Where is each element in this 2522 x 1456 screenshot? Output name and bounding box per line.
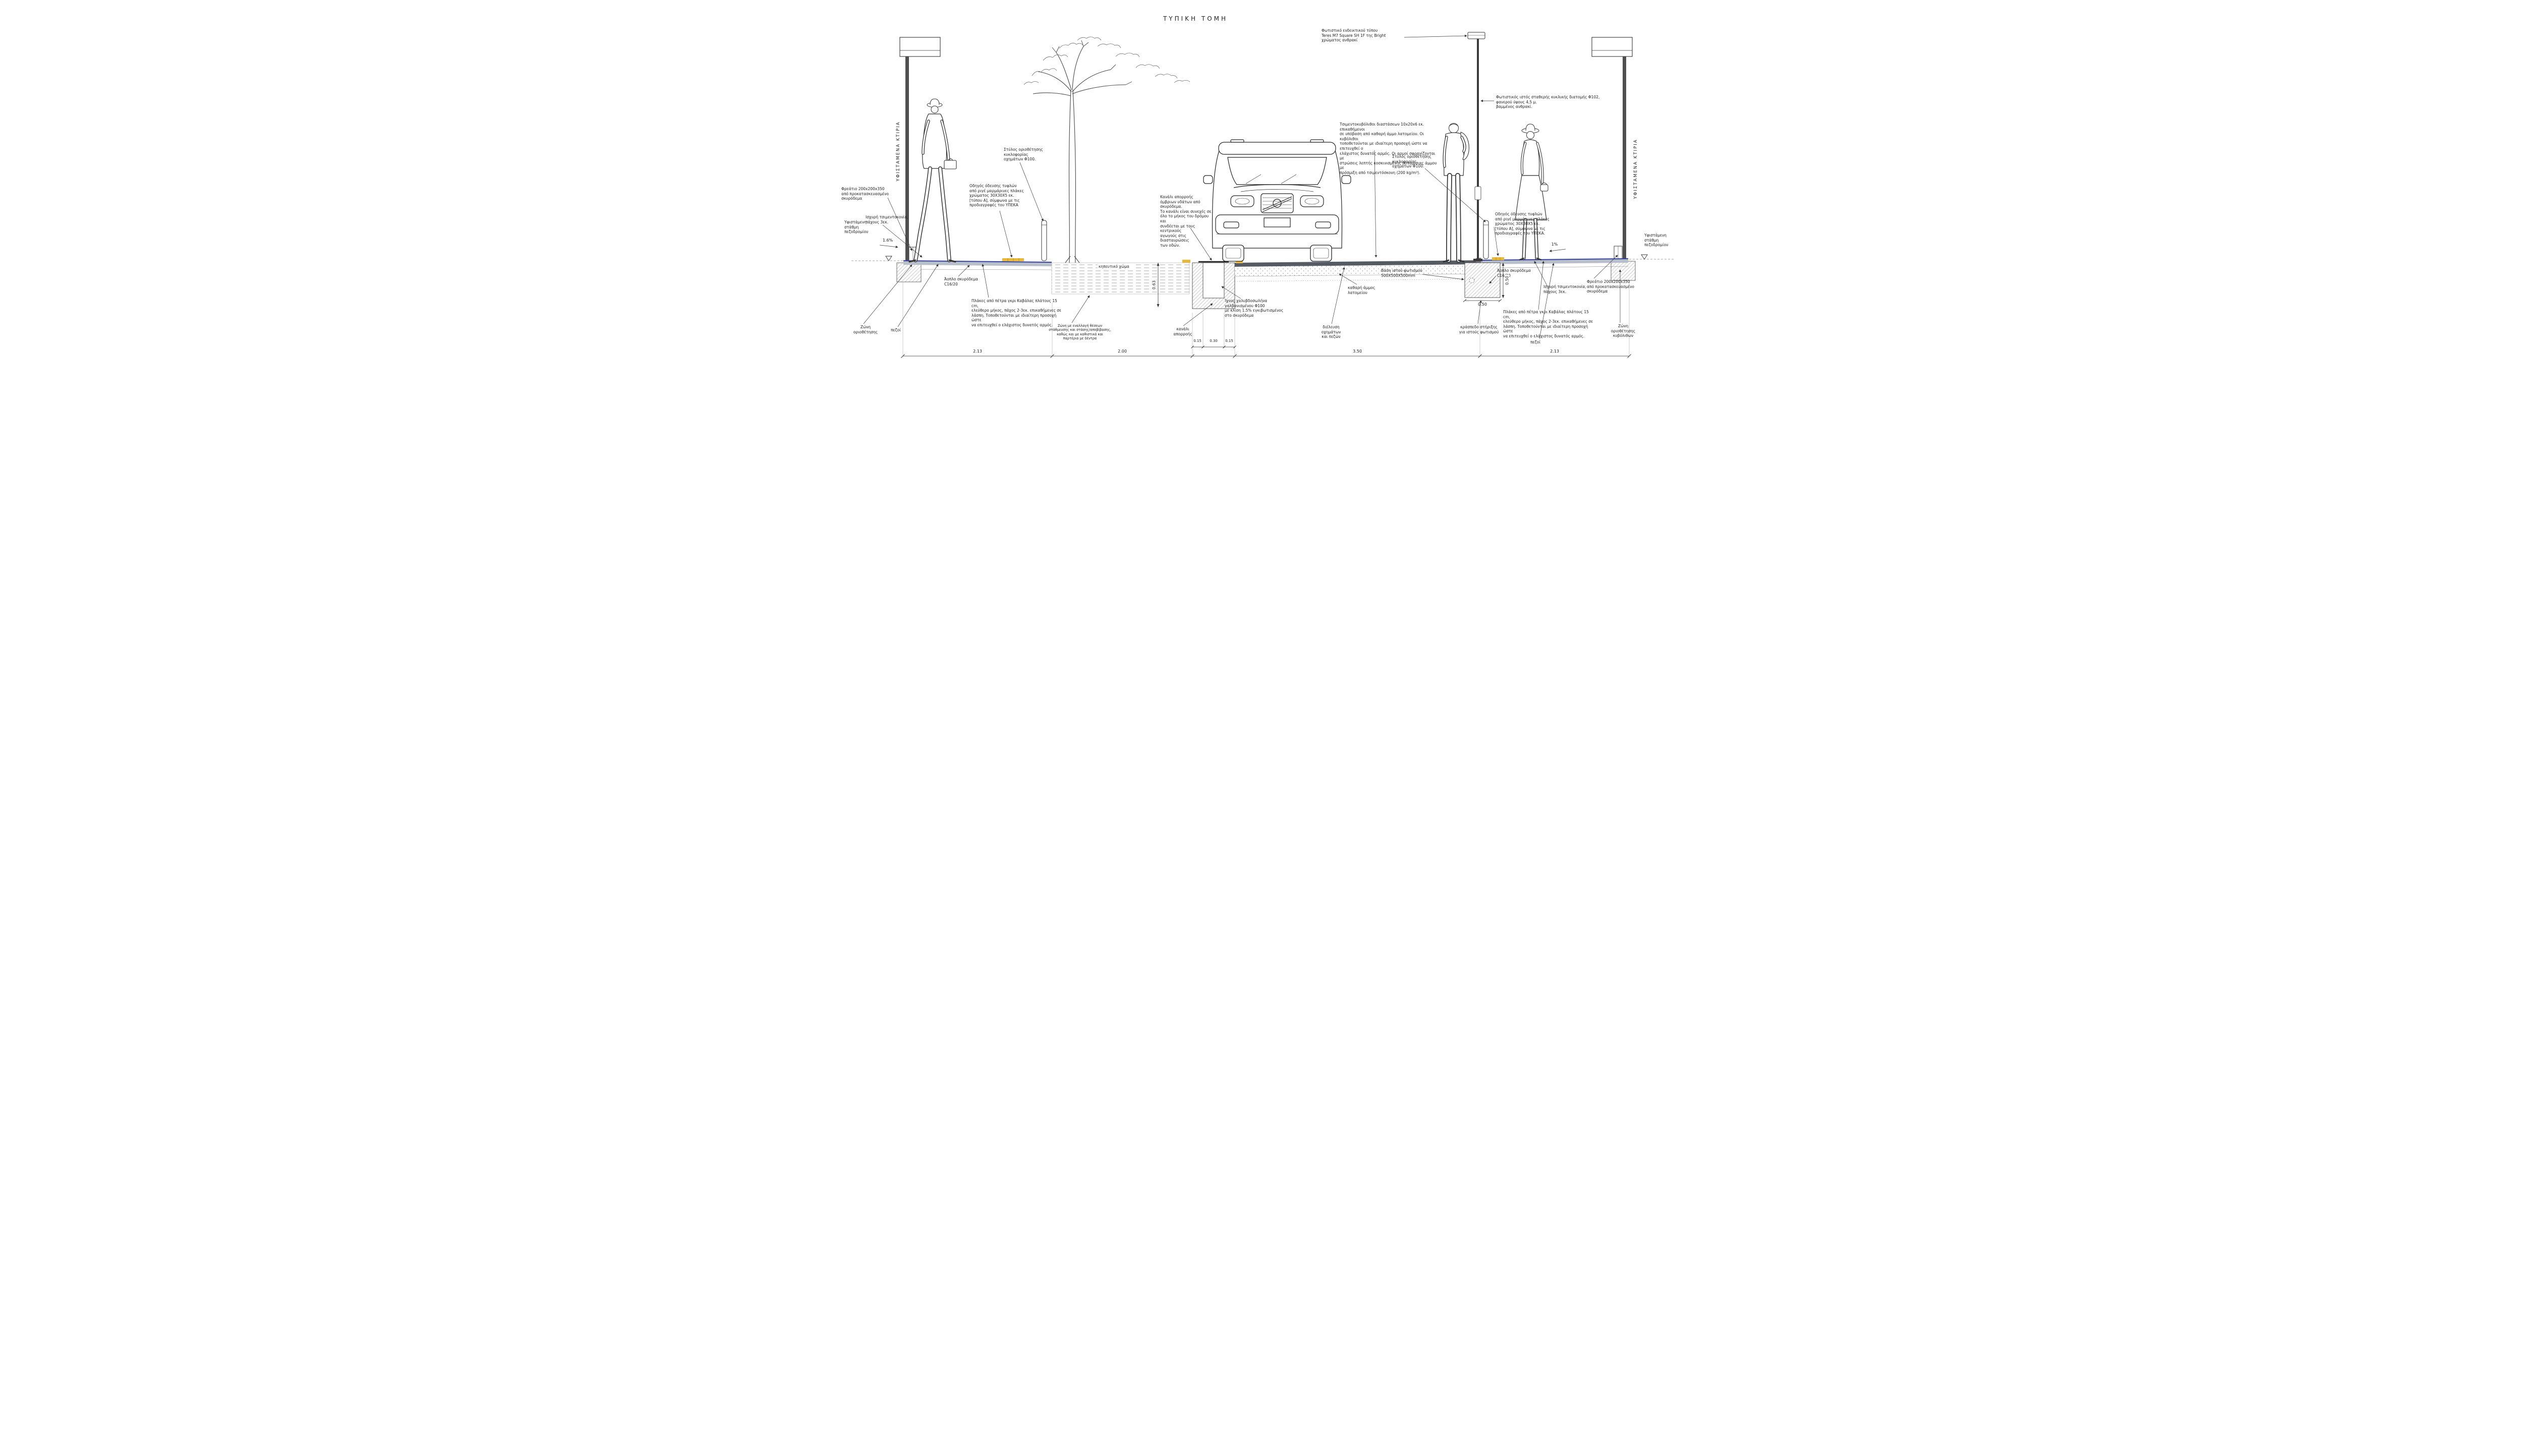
annotation-pedestrians-left: πεζοί bbox=[891, 328, 901, 332]
right-sidewalk-surface bbox=[1479, 258, 1629, 261]
annotation-soil: κηπευτικό χώμα bbox=[1098, 264, 1136, 269]
annotation-zone-edge-right: Ζώνη οριοθέτησης κυβόλιθων bbox=[1611, 324, 1636, 338]
pedestrian-right-man bbox=[1443, 123, 1469, 263]
dim-channel-left: 0.15 bbox=[1193, 339, 1201, 343]
tactile-strip-right bbox=[1492, 257, 1504, 260]
dim-span-a: 2.13 bbox=[973, 349, 982, 354]
annotation-traffic-zone: διέλευση οχημάτων και πεζών bbox=[1321, 325, 1341, 339]
headlight-left bbox=[1230, 195, 1254, 207]
annotation-pavers: Τσιμεντοκυβόλιθοι διαστάσεων 10x20x6 εκ.… bbox=[1340, 122, 1437, 175]
tree-canopy bbox=[1023, 36, 1190, 85]
annotation-pipe-note: Ίχνος χαλυβδοσωλήνα γαλβανισμένου Φ100 μ… bbox=[1225, 299, 1284, 318]
annotation-zone-edge-left: Ζώνη οριοθέτησης bbox=[853, 325, 878, 334]
right-building bbox=[1591, 37, 1636, 281]
annotation-pole: Φωτιστικός ιστός σταθερής κυκλικής διατο… bbox=[1496, 95, 1600, 109]
briefcase bbox=[944, 160, 957, 169]
yellow-marking-right-of-channel bbox=[1236, 260, 1243, 263]
annotation-level-right: Υφιστάμενη στάθμη πεζοδρομίου bbox=[1644, 233, 1669, 248]
headlight-right bbox=[1300, 195, 1324, 207]
pole-service-door bbox=[1474, 186, 1481, 200]
license-plate bbox=[1264, 217, 1291, 227]
annotation-mortar-right: Ισχυρή τσιμεντοκονία, πάχους 3εκ. bbox=[1543, 284, 1586, 294]
wheel-right bbox=[1310, 245, 1332, 262]
annotation-tactile-right: Οδηγός όδευσης τυφλών από ριγέ μαρμάρινε… bbox=[1495, 212, 1550, 236]
dim-base-width: 0.50 bbox=[1478, 302, 1487, 307]
dimension-lines bbox=[901, 263, 1631, 358]
light-pole bbox=[1467, 32, 1485, 261]
annotation-bollard-right: Στύλος οριοθέτησης κυκλοφορίας οχημάτων … bbox=[1392, 154, 1431, 169]
left-building-label: ΥΦΙΣΤΑΜΕΝΑ ΚΤΙΡΙΑ bbox=[896, 121, 901, 182]
annotation-slabs-right: Πλάκες από πέτρα γκρι Καβάλας πλάτους 15… bbox=[1503, 310, 1593, 338]
annotation-channel-label: κανάλι απορροής bbox=[1173, 327, 1192, 336]
annotation-mortar-left: Ισχυρή τσιμεντοκονία, πάχους 3εκ. bbox=[866, 215, 908, 224]
level-symbol-left bbox=[851, 256, 903, 261]
annotation-curb: κράσπεδο στήριξης για ιστούς φωτισμού bbox=[1459, 325, 1499, 334]
mirror-right bbox=[1341, 175, 1351, 184]
grille bbox=[1260, 193, 1294, 213]
annotation-sand: καθαρή άμμος λατομείου bbox=[1348, 285, 1375, 295]
annotation-channel-note: Κανάλι απορροής όμβριων υδάτων από σκυρό… bbox=[1160, 195, 1212, 248]
left-building bbox=[896, 37, 941, 282]
left-sidewalk-section bbox=[903, 260, 1052, 270]
annotation-pole-base: Βάση ιστού φωτισμού 500X500X500mm bbox=[1381, 268, 1422, 278]
dim-channel-mid: 0.30 bbox=[1210, 339, 1218, 343]
annotation-manhole-right: Φρεάτιο 200x200x350 από προκατασκευασμέν… bbox=[1587, 279, 1634, 294]
tactile-strip-left bbox=[1002, 258, 1024, 261]
annotation-pedestrians-right: πεζοί bbox=[1530, 340, 1540, 344]
car bbox=[1203, 139, 1351, 262]
annotation-concrete-left: Άοπλο σκυρόδεμα C16/20 bbox=[944, 277, 978, 286]
level-symbol-right bbox=[1629, 254, 1674, 260]
annotation-manhole-left: Φρεάτιο 200x200x350 από προκατασκευασμέν… bbox=[841, 187, 889, 201]
luminaire-head bbox=[1467, 32, 1485, 39]
dim-span-d: 2.13 bbox=[1550, 349, 1559, 354]
annotation-slabs-left: Πλάκες από πέτρα γκρι Καβάλας πλάτους 15… bbox=[971, 299, 1062, 327]
pedestrian-left-man bbox=[908, 98, 957, 263]
pole-foundation bbox=[1464, 262, 1501, 298]
annotation-concrete-right: Άοπλο σκυρόδεμα C16/20 bbox=[1497, 268, 1531, 278]
drawing-canvas: ΤΥΠΙΚΗ ΤΟΜΗ ΥΦΙΣΤΑΜΕΝΑ ΚΤΙΡΙΑ ΥΦΙΣΤΑΜΕΝΑ… bbox=[837, 0, 1685, 364]
bollard-left bbox=[1041, 220, 1047, 261]
yellow-marking-left-of-channel bbox=[1182, 260, 1190, 263]
right-building-label: ΥΦΙΣΤΑΜΕΝΑ ΚΤΙΡΙΑ bbox=[1633, 139, 1638, 199]
bollard-right bbox=[1483, 220, 1489, 259]
annotation-bollard-left: Στύλος οριοθέτησης κυκλοφορίας οχημάτων … bbox=[1004, 147, 1043, 162]
dim-span-b: 2.00 bbox=[1118, 349, 1127, 354]
annotation-zone-mixed: Ζώνη με εναλλαγή θέσεων στάθμευσης και σ… bbox=[1049, 324, 1111, 341]
wheel-left bbox=[1222, 245, 1244, 262]
annotation-level-left: Υφιστάμενη στάθμη πεζοδρομίου bbox=[844, 220, 869, 235]
page-title: ΤΥΠΙΚΗ ΤΟΜΗ bbox=[1163, 15, 1228, 22]
drainage-channel bbox=[1192, 261, 1235, 309]
handbag bbox=[1540, 184, 1549, 192]
annotation-tactile-left: Οδηγός όδευσης τυφλών από ριγέ μαρμάρινε… bbox=[969, 184, 1024, 208]
dim-span-c: 3.50 bbox=[1353, 349, 1362, 354]
left-sidewalk-surface bbox=[903, 260, 1052, 263]
tree bbox=[1023, 36, 1190, 263]
windshield bbox=[1227, 157, 1327, 185]
road-section bbox=[1234, 260, 1480, 282]
slope-label-right: 1% bbox=[1551, 242, 1558, 247]
mirror-left bbox=[1203, 175, 1213, 184]
annotation-luminaire: Φωτιστικό ενδεικτικού τύπου Teres M7 Squ… bbox=[1322, 28, 1386, 43]
slope-label-left: 1.6% bbox=[882, 238, 893, 243]
section-drawing bbox=[851, 32, 1674, 358]
leader-lines bbox=[863, 34, 1622, 339]
dim-channel-depth: 0.63 bbox=[1152, 279, 1157, 290]
pedestrian-right-woman bbox=[1515, 124, 1549, 261]
dim-base-depth: 0.50 bbox=[1505, 275, 1510, 286]
right-sidewalk-section bbox=[1476, 258, 1629, 268]
dim-channel-right: 0.15 bbox=[1225, 339, 1233, 343]
